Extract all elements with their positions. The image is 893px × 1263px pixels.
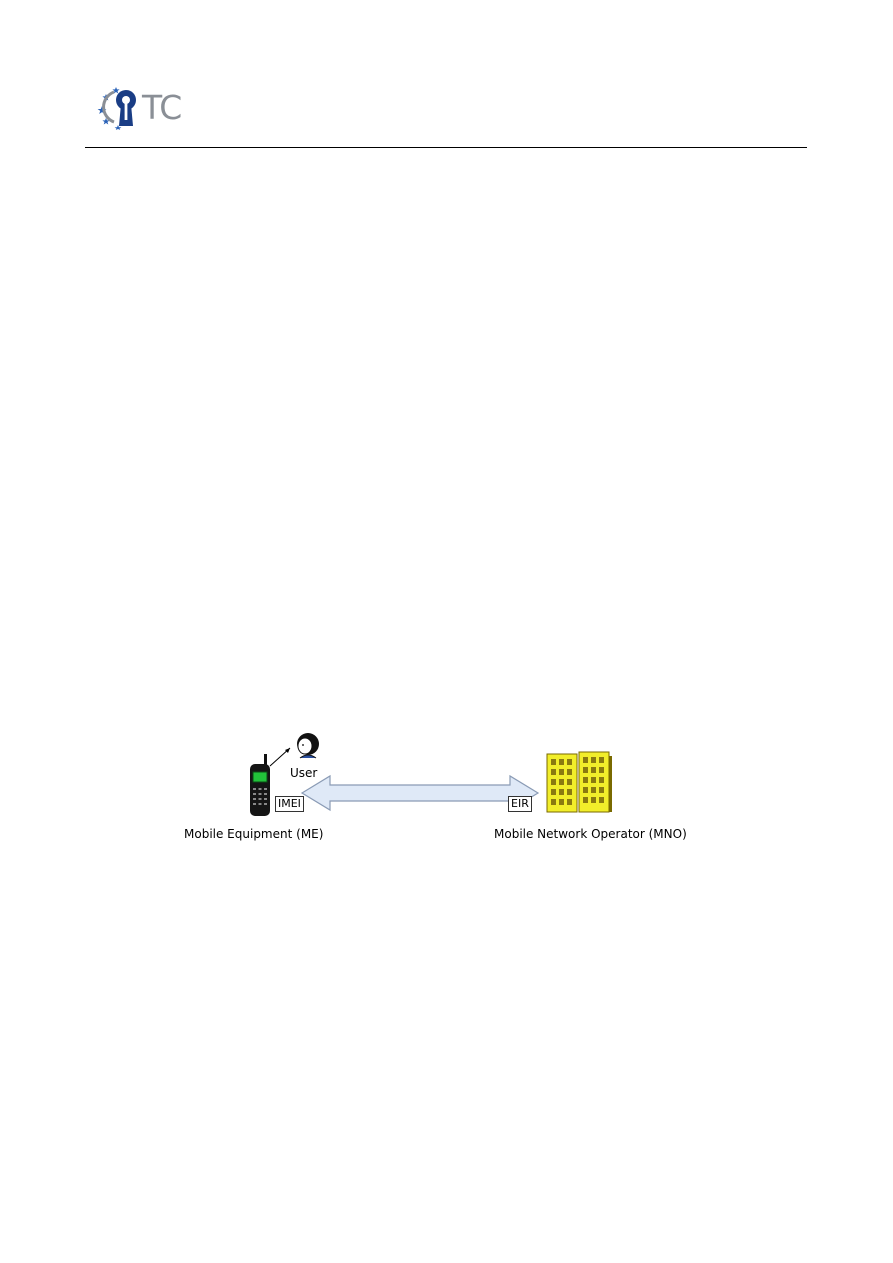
star-icon [112, 87, 120, 94]
user-label: User [290, 766, 318, 780]
me-caption: Mobile Equipment (ME) [184, 827, 324, 841]
header-divider [85, 147, 807, 148]
eir-label: EIR [508, 796, 532, 812]
keyhole-icon [102, 90, 136, 126]
me-mno-diagram: User IMEI EIR Mobile Equipment (ME) Mobi… [180, 732, 720, 847]
mno-caption: Mobile Network Operator (MNO) [494, 827, 687, 841]
star-icon [114, 125, 122, 130]
star-icon [102, 118, 110, 125]
buildings-icon [546, 751, 612, 813]
user-icon [297, 733, 319, 759]
user-phone-connector [269, 747, 291, 767]
double-arrow-icon [300, 774, 540, 812]
imei-label: IMEI [275, 796, 304, 812]
star-icon [97, 106, 107, 114]
logo-text: TC [142, 88, 182, 127]
otc-logo [97, 87, 136, 130]
mobile-phone-icon [250, 754, 270, 816]
